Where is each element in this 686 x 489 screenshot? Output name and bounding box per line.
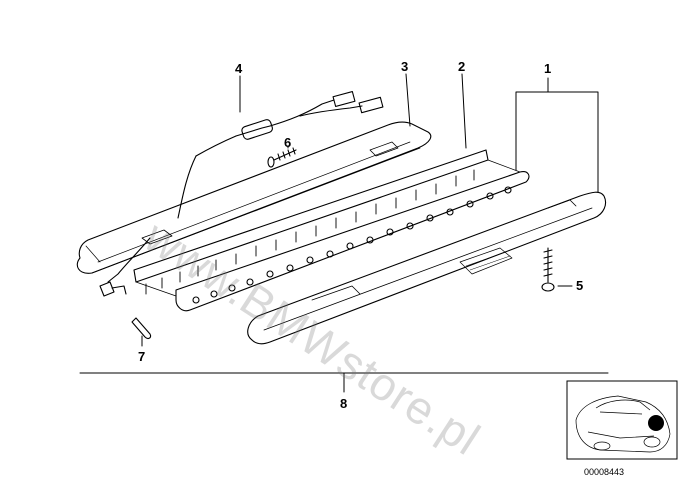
bulb-7-part: [131, 317, 152, 339]
callout-1: 1: [544, 61, 552, 76]
callout-4: 4: [235, 61, 243, 76]
car-inset-thumbnail: [566, 380, 678, 460]
location-marker-icon: [648, 415, 664, 431]
lamp-housing-part: [76, 121, 432, 274]
wiring-harness-part: [99, 91, 384, 297]
leader-lines: [79, 73, 609, 393]
callout-8: 8: [340, 396, 348, 411]
callout-6: 6: [284, 135, 292, 150]
diagram-reference-number: 00008443: [584, 467, 625, 477]
callout-2: 2: [458, 59, 466, 74]
callout-3: 3: [401, 59, 409, 74]
screw-5-part: [541, 247, 555, 292]
brake-light-cover-part: [247, 191, 607, 345]
screw-6-part: [267, 147, 297, 168]
callout-5: 5: [576, 278, 584, 293]
led-circuit-board-part: [133, 149, 530, 312]
callout-7: 7: [138, 349, 146, 364]
